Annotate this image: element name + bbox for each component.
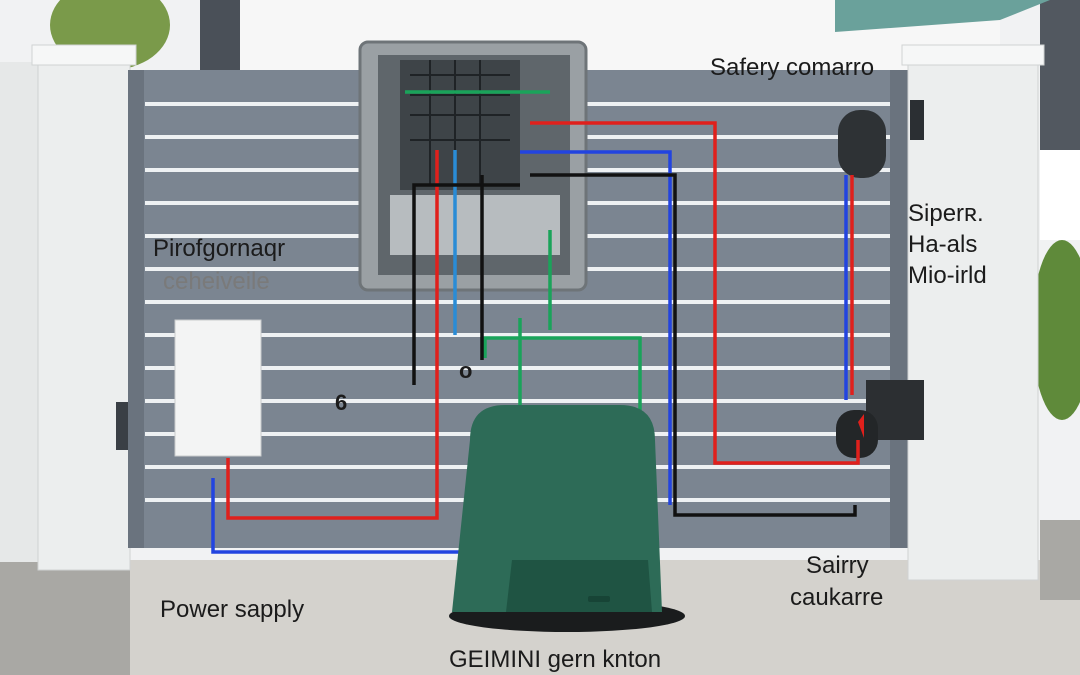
wire-red-power <box>226 150 439 520</box>
right-pillar <box>907 54 1039 581</box>
side-label-line1: Siperʀ. <box>908 200 984 227</box>
power-supply-label: Power sapply <box>160 596 305 623</box>
programmer-label-line1: Pirofgornaqr <box>153 235 286 262</box>
safety-camera-label: Safery comarro <box>710 54 875 81</box>
safety-bottom-label-line1: Sairry <box>806 552 869 579</box>
bush-right <box>1032 240 1080 420</box>
gate-left-post <box>128 70 144 548</box>
wire-black-right <box>530 173 857 517</box>
gate-motor-icon <box>449 405 685 632</box>
safety-bottom-label-line2: caukarre <box>790 584 884 611</box>
programmer-label-line2: ceheiveile <box>163 268 270 295</box>
receiver-sensor-icon <box>836 380 924 458</box>
wire-red-receiver <box>530 121 860 465</box>
wire-blue-power <box>211 478 460 554</box>
marker-center: o <box>459 358 473 383</box>
gate-hinge <box>116 402 128 450</box>
marker-left: 6 <box>335 390 348 415</box>
wire-green-motor <box>483 336 642 412</box>
right-pillar-cap <box>901 44 1045 66</box>
wire-blue-motor <box>520 150 672 505</box>
pillar-bracket-top <box>910 100 924 140</box>
photocell-sensor-icon <box>838 110 886 178</box>
side-label-line3: Mio-irld <box>908 262 987 289</box>
left-pillar-cap <box>31 44 137 66</box>
side-label-line2: Ha-als <box>908 231 978 258</box>
control-panel-icon <box>358 40 588 292</box>
building-column <box>200 0 240 70</box>
left-pillar <box>37 54 131 571</box>
left-wall <box>0 62 40 562</box>
motor-caption: GEIMINI gern knton <box>449 646 662 673</box>
power-box-icon <box>174 319 262 457</box>
wiring <box>211 90 860 554</box>
awning <box>835 0 1050 32</box>
wire-black-left <box>412 183 520 385</box>
gravel-left <box>0 555 130 675</box>
gravel-right <box>1040 520 1080 600</box>
gate-right-post <box>890 70 908 548</box>
building-window <box>1040 150 1080 240</box>
